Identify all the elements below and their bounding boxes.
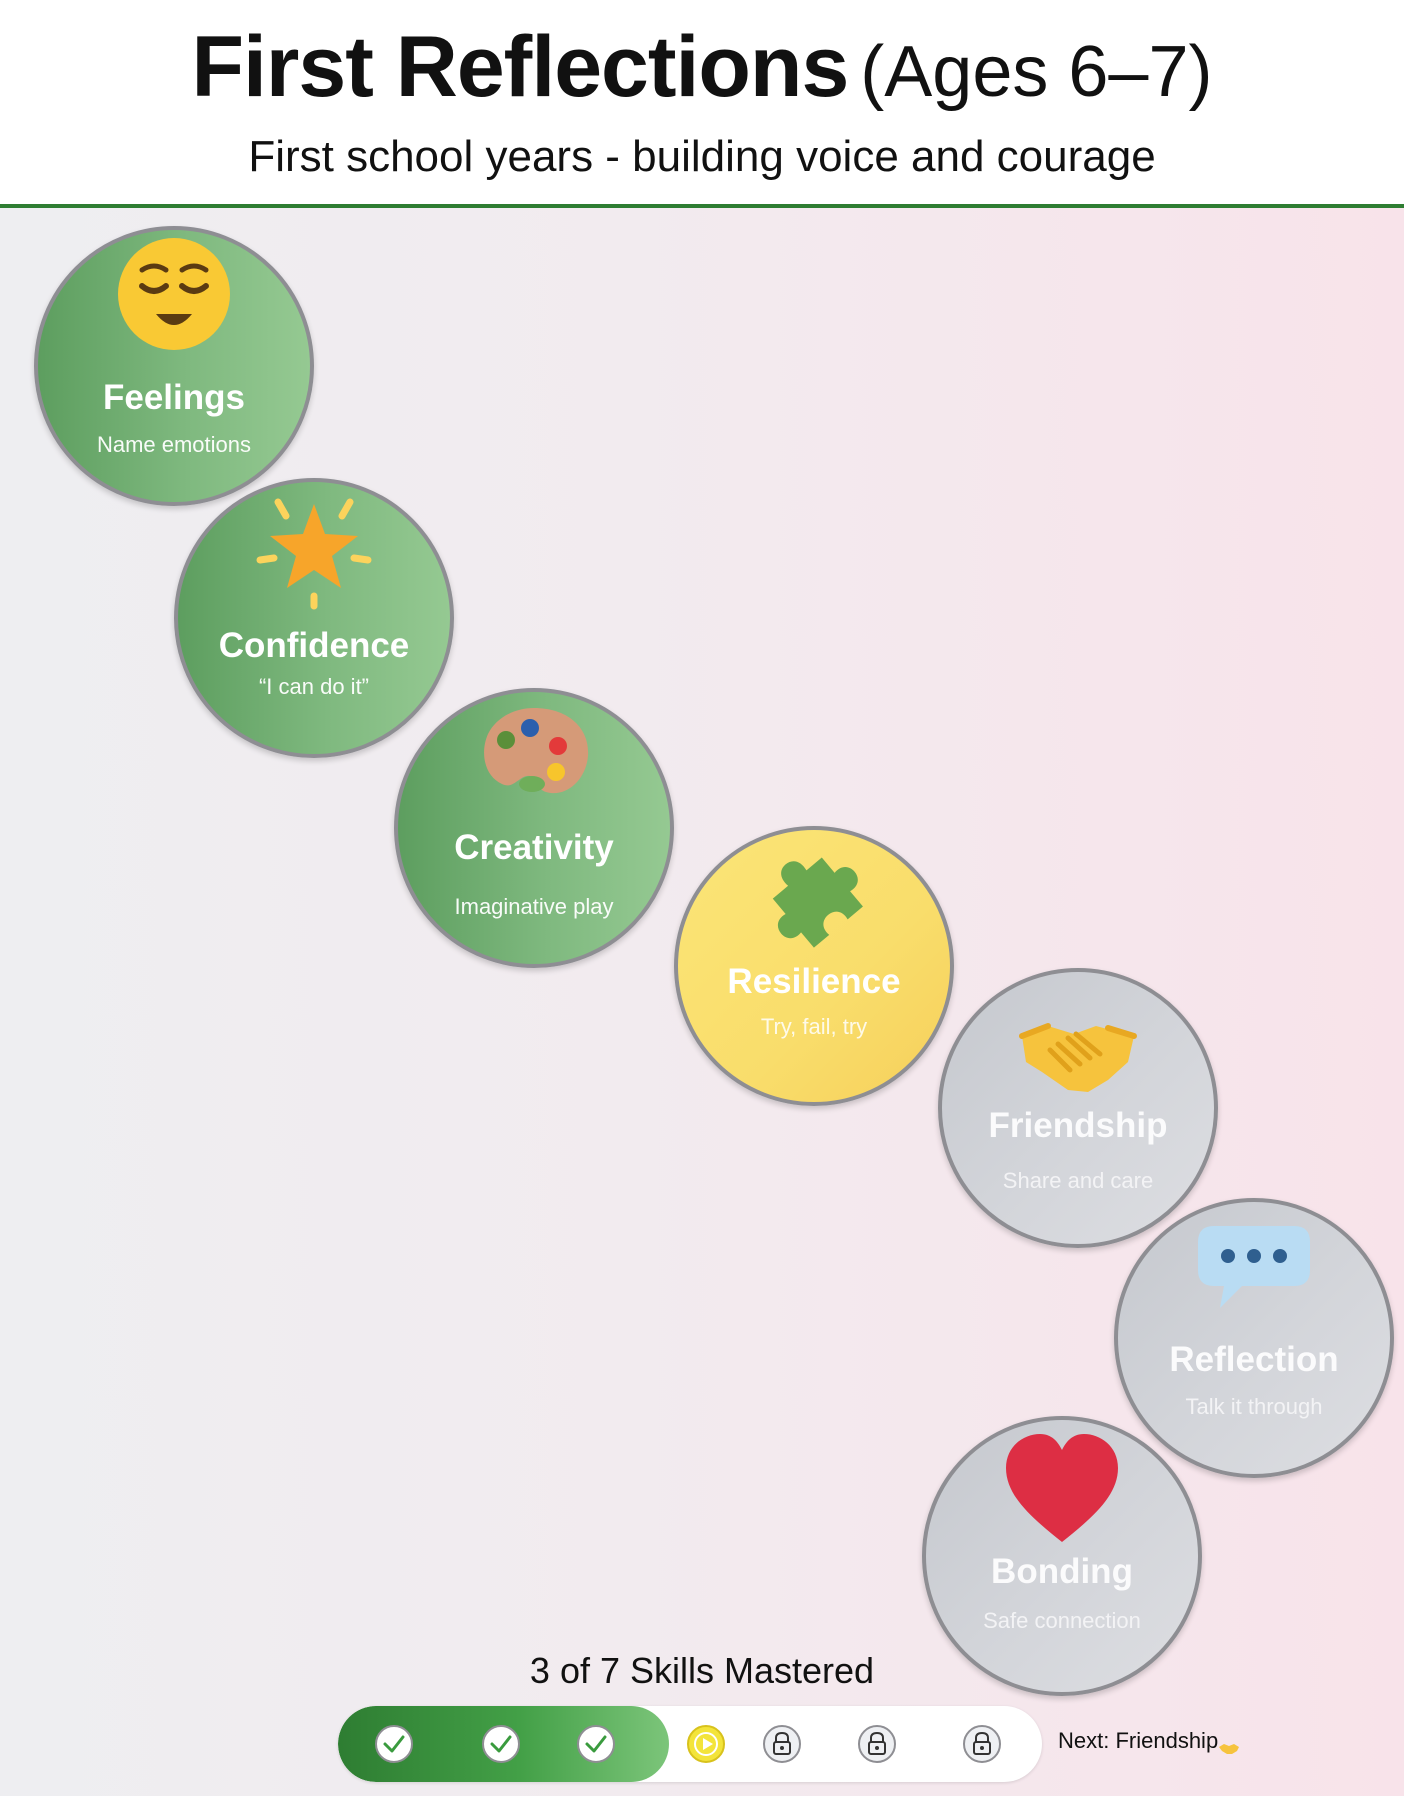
step-lock-icon[interactable] (762, 1724, 802, 1764)
next-skill-label: Next: Friendship (1058, 1728, 1240, 1755)
heart-icon (1002, 1428, 1122, 1548)
title-row: First Reflections(Ages 6–7) (0, 18, 1404, 117)
skill-description: “I can do it” (258, 674, 370, 699)
skill-node-friendship[interactable]: Friendship Share and care (938, 968, 1218, 1248)
step-check-icon[interactable] (374, 1724, 414, 1764)
page-title: First Reflections (191, 19, 849, 115)
skill-node-confidence[interactable]: Confidence “I can do it” (174, 478, 454, 758)
next-skill-text: Next: Friendship (1058, 1728, 1219, 1753)
step-check-icon[interactable] (481, 1724, 521, 1764)
skill-name: Confidence (218, 626, 410, 665)
page-header: First Reflections(Ages 6–7) First school… (0, 0, 1404, 208)
puzzle-piece-icon (754, 838, 874, 958)
progress-tracker (338, 1706, 1042, 1782)
skill-description: Imaginative play (454, 894, 614, 919)
artist-palette-icon (474, 700, 594, 820)
skill-node-creativity[interactable]: Creativity Imaginative play (394, 688, 674, 968)
skill-node-feelings[interactable]: Feelings Name emotions (34, 226, 314, 506)
skill-description: Safe connection (983, 1608, 1141, 1633)
progress-label: 3 of 7 Skills Mastered (529, 1650, 875, 1691)
step-lock-icon[interactable] (857, 1724, 897, 1764)
skill-description: Name emotions (96, 432, 252, 457)
skill-description: Try, fail, try (760, 1014, 868, 1039)
skill-name: Reflection (1169, 1340, 1339, 1379)
skill-description: Talk it through (1185, 1394, 1323, 1419)
glowing-star-icon (254, 490, 374, 610)
skill-name: Friendship (988, 1106, 1168, 1145)
skill-name: Creativity (454, 828, 614, 867)
step-check-icon[interactable] (576, 1724, 616, 1764)
handshake-icon (1218, 1735, 1240, 1755)
skill-node-resilience[interactable]: Resilience Try, fail, try (674, 826, 954, 1106)
skill-node-reflection[interactable]: Reflection Talk it through (1114, 1198, 1394, 1478)
handshake-icon (1018, 992, 1138, 1112)
skill-description: Share and care (1002, 1168, 1154, 1193)
skill-name: Resilience (727, 962, 901, 1001)
relieved-face-icon (114, 238, 234, 358)
speech-bubble-icon (1194, 1210, 1314, 1330)
skill-node-bonding[interactable]: Bonding Safe connection (922, 1416, 1202, 1696)
skill-name: Bonding (991, 1552, 1133, 1591)
step-lock-icon[interactable] (962, 1724, 1002, 1764)
step-current-play-icon[interactable] (686, 1724, 726, 1764)
skill-name: Feelings (103, 378, 245, 417)
age-range: (Ages 6–7) (860, 32, 1213, 112)
page-subtitle: First school years - building voice and … (248, 132, 1156, 181)
